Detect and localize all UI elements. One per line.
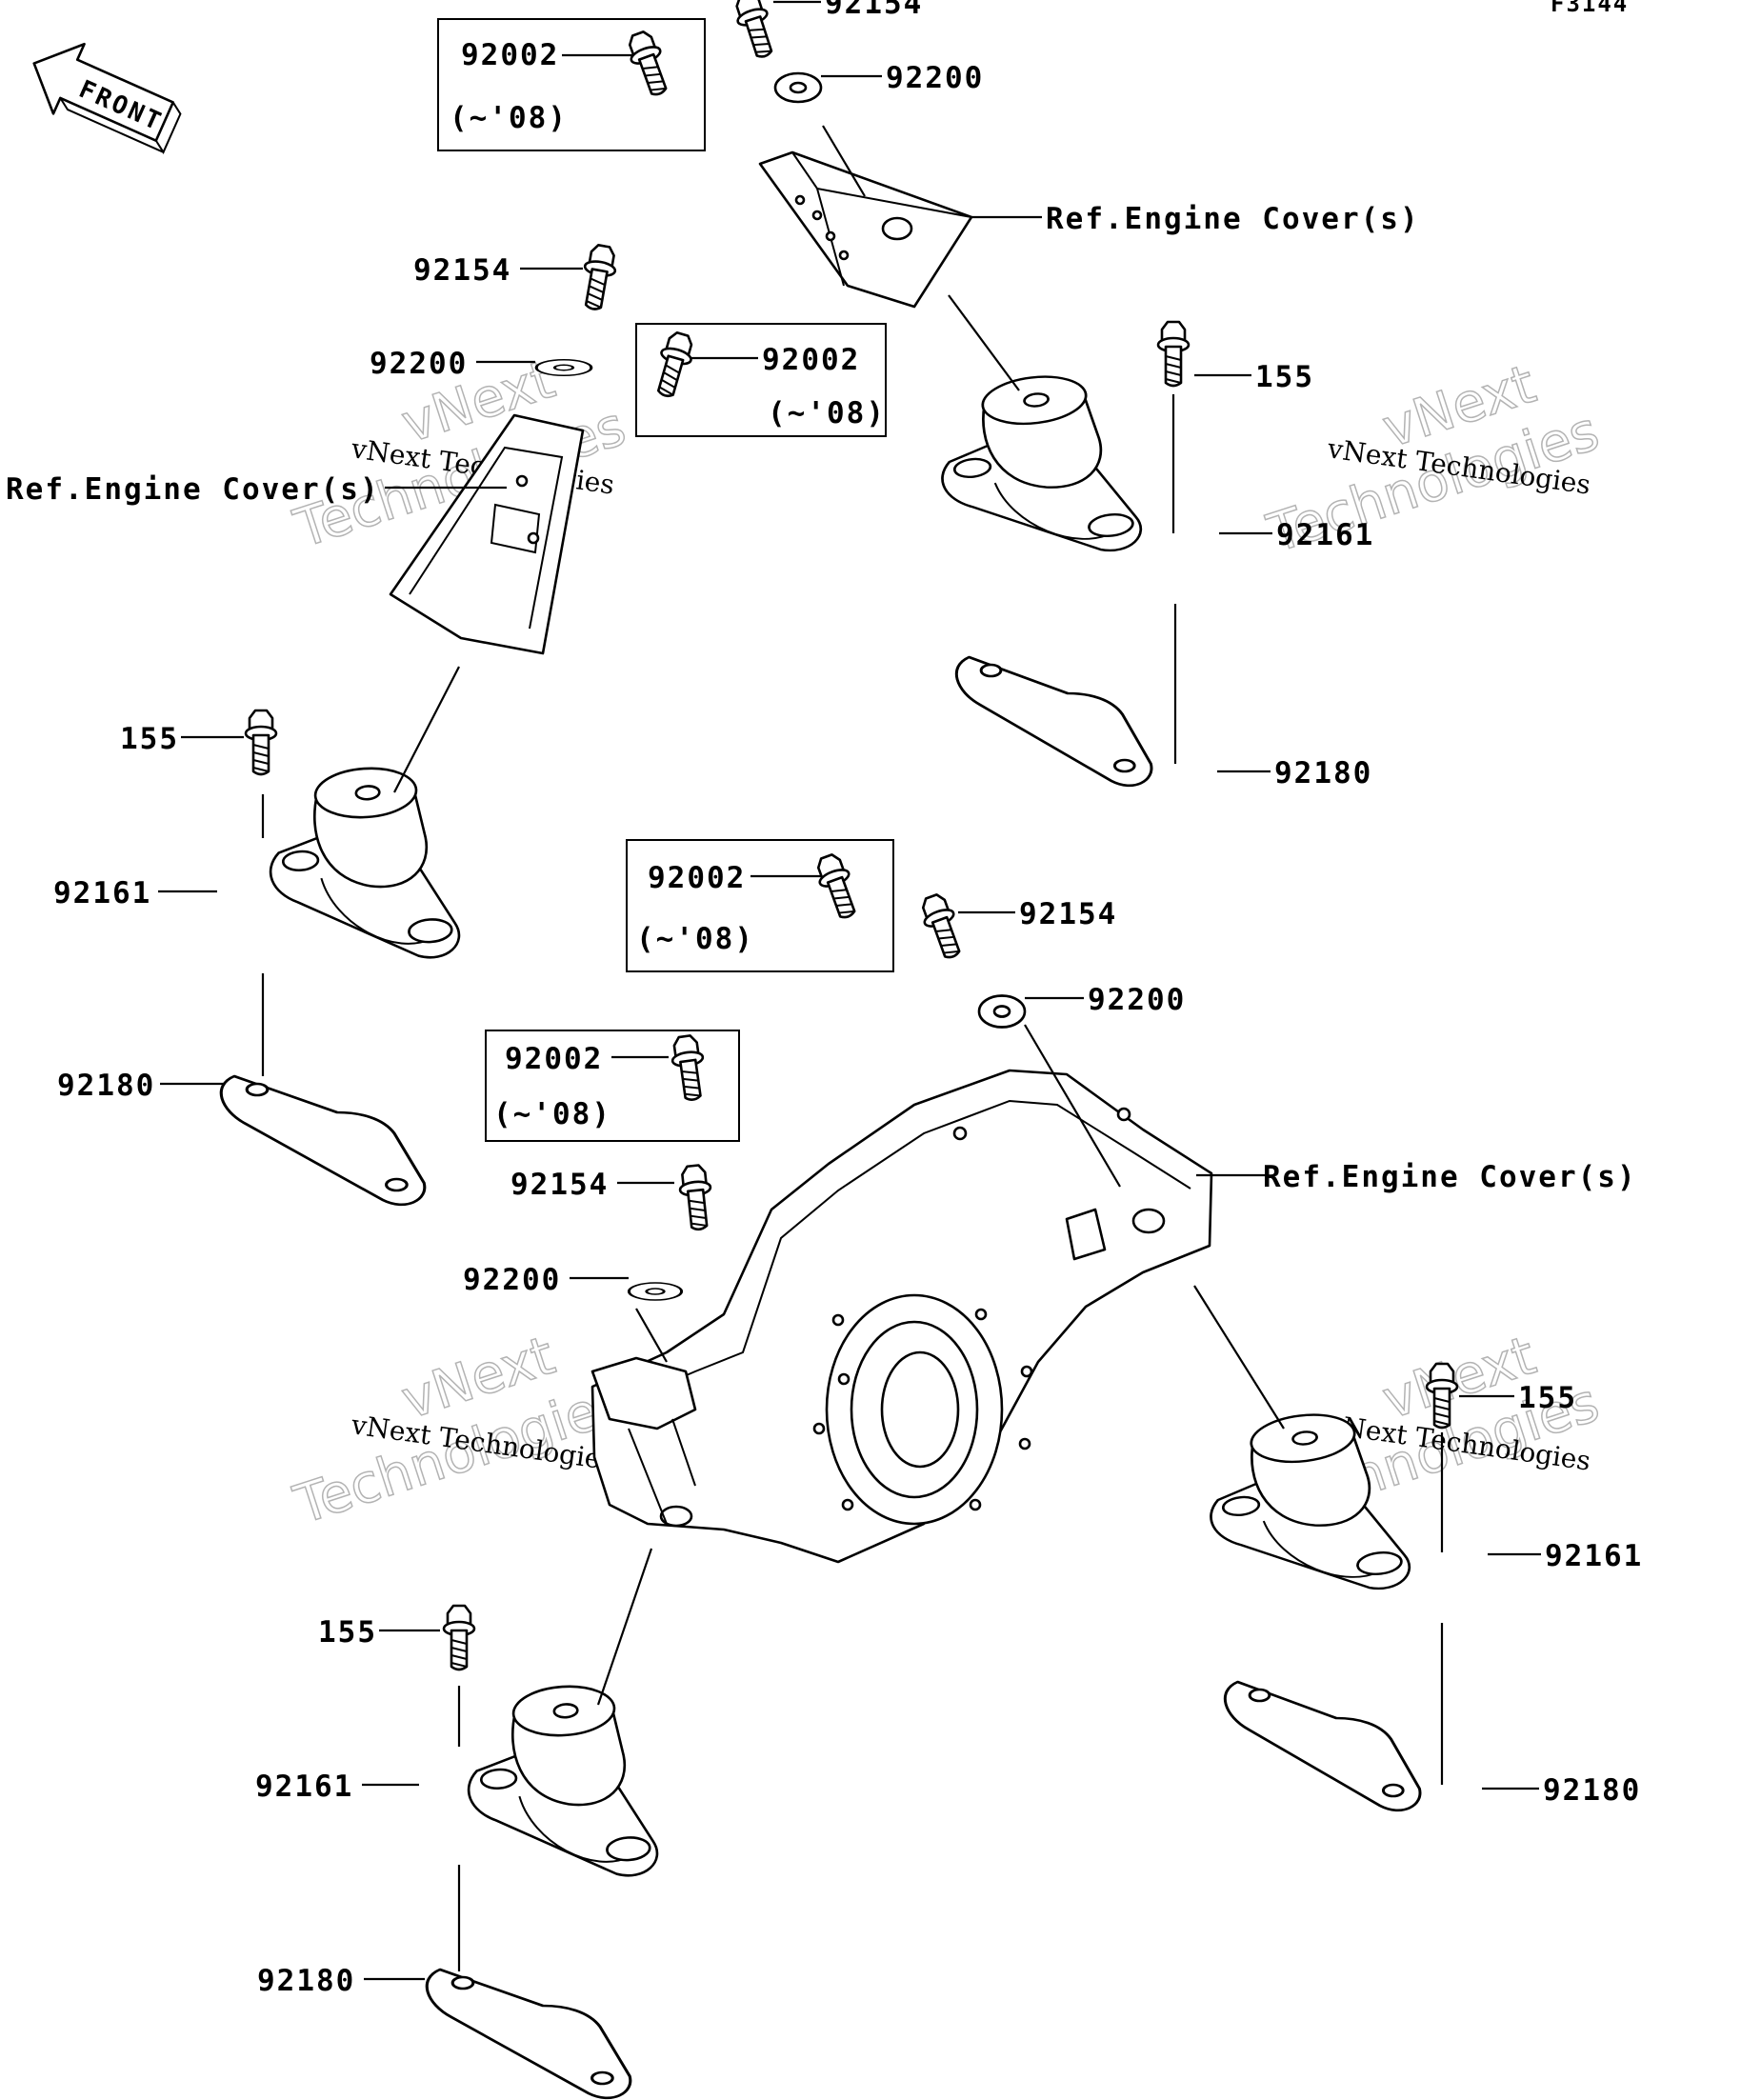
label-left-plate: 92180 <box>57 1069 155 1103</box>
low-bolt-92154 <box>676 1163 716 1232</box>
svg-text:(~'08): (~'08) <box>493 1097 611 1131</box>
mid-bolt-92154 <box>915 890 970 964</box>
front-arrow-icon: FRONT <box>32 42 182 154</box>
label-top-washer: 92200 <box>886 61 984 95</box>
label-left-washer: 92200 <box>370 347 468 381</box>
label-low-bolt: 92154 <box>510 1168 609 1202</box>
label-right-mount: 92161 <box>1276 518 1374 552</box>
label-left-bolt-155: 155 <box>120 722 179 756</box>
top-bolt-92154 <box>730 0 781 63</box>
label-ll-bolt: 155 <box>318 1615 377 1650</box>
right-mount-92161 <box>926 366 1146 571</box>
svg-text:(~'08): (~'08) <box>636 922 754 956</box>
label-right-bolt: 155 <box>1255 360 1314 394</box>
right-plate-92180 <box>954 655 1153 788</box>
label-mid-washer: 92200 <box>1088 983 1186 1017</box>
box-92002-case: 92002 (~'08) <box>626 839 894 972</box>
left-washer-92200 <box>534 358 593 377</box>
lr-plate-92180 <box>1223 1680 1422 1812</box>
label-top-ref-cover: Ref.Engine Cover(s) <box>1046 202 1420 236</box>
diagram-id: F3144 <box>1551 0 1629 17</box>
top-bracket <box>758 150 973 309</box>
box-92002-top: 92002 (~'08) <box>437 18 706 151</box>
svg-text:92002: 92002 <box>505 1042 603 1076</box>
top-washer-92200 <box>773 71 823 104</box>
label-ll-plate: 92180 <box>257 1964 355 1998</box>
label-lr-bolt: 155 <box>1518 1381 1577 1415</box>
label-left-ref-cover: Ref.Engine Cover(s) <box>6 472 380 507</box>
label-lr-plate: 92180 <box>1543 1773 1641 1808</box>
label-case-ref-cover: Ref.Engine Cover(s) <box>1263 1160 1637 1194</box>
svg-text:92002: 92002 <box>648 861 746 895</box>
left-mount-92161 <box>262 761 462 970</box>
right-bolt-155 <box>1156 320 1191 388</box>
label-top-bolt: 92154 <box>825 0 923 21</box>
label-low-washer: 92200 <box>463 1263 561 1297</box>
svg-text:92002: 92002 <box>762 343 860 377</box>
label-right-plate: 92180 <box>1274 756 1372 790</box>
label-left-mount: 92161 <box>53 876 151 910</box>
engine-case <box>590 1069 1213 1564</box>
box-92002-lower: 92002 (~'08) <box>485 1030 740 1142</box>
left-bolt-92154 <box>576 242 621 313</box>
label-mid-bolt: 92154 <box>1019 897 1117 931</box>
svg-text:(~'08): (~'08) <box>768 396 886 430</box>
label-ll-mount: 92161 <box>255 1770 353 1804</box>
ll-plate-92180 <box>425 1968 632 2100</box>
label-left-bolt: 92154 <box>413 253 511 288</box>
label-lr-mount: 92161 <box>1545 1539 1643 1573</box>
box-92002-mid: 92002 (~'08) <box>635 323 887 437</box>
left-plate-92180 <box>219 1074 427 1207</box>
ll-mount-92161 <box>460 1679 660 1888</box>
svg-text:(~'08): (~'08) <box>450 101 568 135</box>
ll-bolt-155 <box>442 1604 476 1671</box>
mid-washer-92200 <box>977 994 1027 1029</box>
svg-text:92002: 92002 <box>461 38 559 72</box>
low-washer-92200 <box>627 1281 684 1302</box>
left-bracket <box>389 413 585 655</box>
left-bolt-155 <box>244 709 278 776</box>
